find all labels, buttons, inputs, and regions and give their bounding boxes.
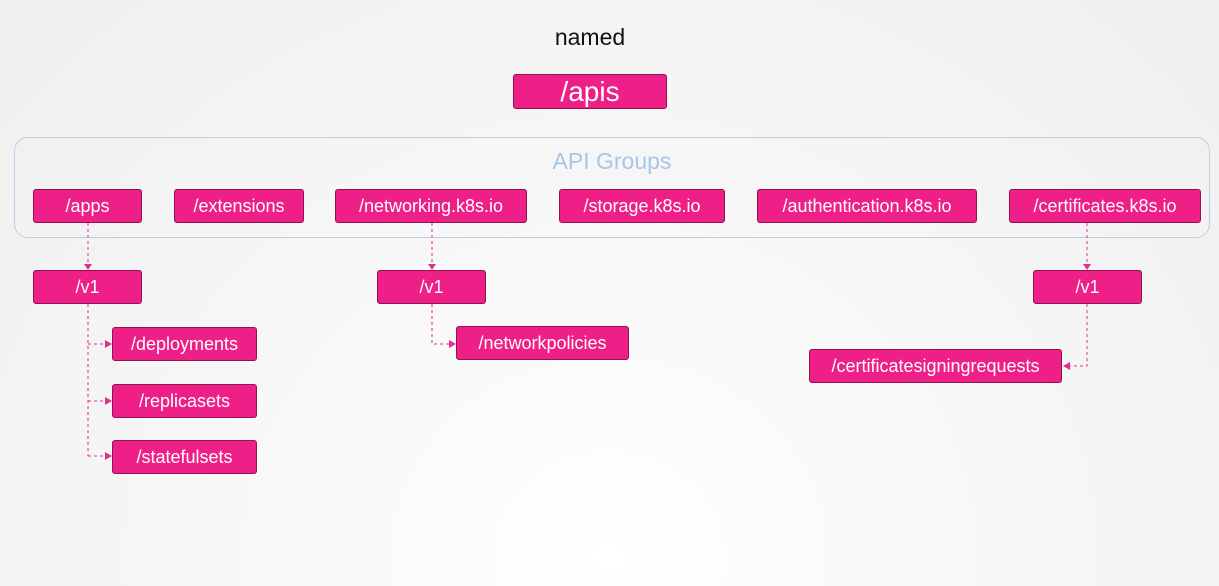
csr-arrowhead	[1063, 362, 1070, 370]
api-groups-container: API Groups	[14, 137, 1210, 238]
csr-resource-node: /certificatesigningrequests	[809, 349, 1062, 383]
diagram-heading: named	[554, 24, 626, 50]
statefulsets-resource-node: /statefulsets	[112, 440, 257, 474]
group-certificates-node: /certificates.k8s.io	[1009, 189, 1201, 223]
deployments-arrowhead	[105, 340, 112, 348]
networking-v1-arrowhead	[428, 264, 436, 270]
group-networking-node: /networking.k8s.io	[335, 189, 527, 223]
apps-v1-arrowhead	[84, 264, 92, 270]
deployments-resource-node: /deployments	[112, 327, 257, 361]
certificates-version-node: /v1	[1033, 270, 1142, 304]
networking-version-node: /v1	[377, 270, 486, 304]
networkpolicies-resource-node: /networkpolicies	[456, 326, 629, 360]
v1-to-resources-connector	[87, 304, 106, 457]
v1-to-networkpolicies-connector	[431, 304, 450, 345]
replicasets-arrowhead	[105, 397, 112, 405]
group-apps-node: /apps	[33, 189, 142, 223]
statefulsets-arrowhead	[105, 452, 112, 460]
group-authentication-node: /authentication.k8s.io	[757, 189, 977, 223]
group-extensions-node: /extensions	[174, 189, 304, 223]
group-storage-node: /storage.k8s.io	[559, 189, 725, 223]
certificates-v1-arrowhead	[1083, 264, 1091, 270]
apis-root-node: /apis	[513, 74, 667, 109]
replicasets-resource-node: /replicasets	[112, 384, 257, 418]
networkpolicies-arrowhead	[449, 340, 456, 348]
v1-to-csr-connector	[1069, 304, 1088, 367]
apps-version-node: /v1	[33, 270, 142, 304]
api-groups-label: API Groups	[552, 148, 672, 174]
